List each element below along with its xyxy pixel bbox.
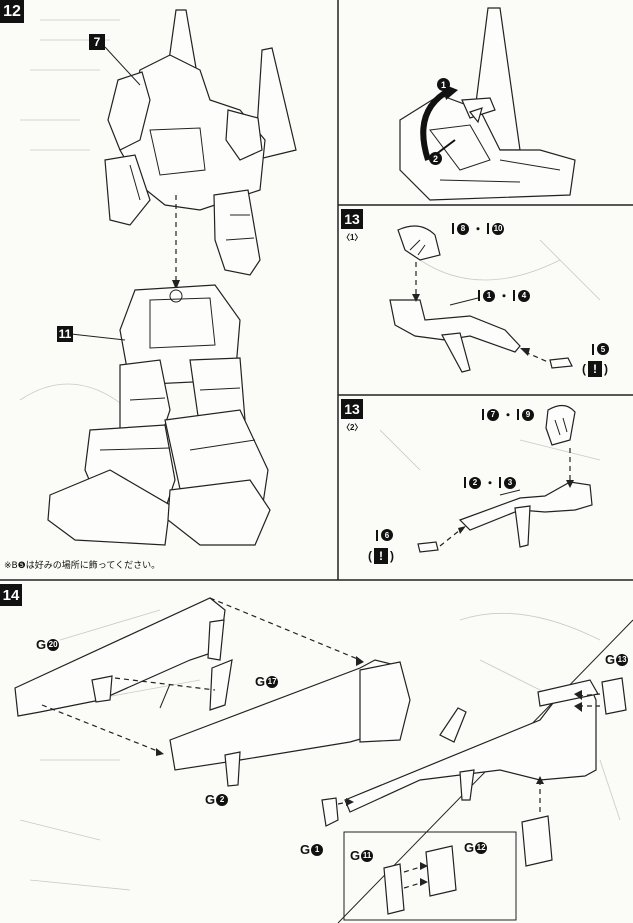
callout-small-part-6: 6: [376, 529, 393, 541]
step-13-1-badge: 13: [341, 209, 363, 229]
g20-guide-top: [209, 597, 361, 661]
step-13-2-badge: 13: [341, 399, 363, 419]
arrow-step-1-icon: 1: [437, 78, 450, 91]
caution-icon: !: [374, 548, 388, 564]
step-14-badge: 14: [0, 584, 22, 606]
callout-gun-parts-1: 1 ・ 4: [478, 287, 531, 304]
background-faint-lines: [19, 19, 621, 891]
backpack-detail-drawing: [399, 7, 576, 201]
callout-grip-parts-2: 7 ・ 9: [482, 406, 535, 423]
rifle1-barrel-guide: [524, 351, 549, 363]
g17-guide: [114, 677, 216, 691]
caution-marker-1: (!): [582, 361, 608, 377]
rifle2-barrel-guide: [439, 529, 461, 547]
caution-icon: !: [588, 361, 602, 377]
rifle-1-drawing: [389, 225, 573, 373]
rifle-2-drawing: [417, 404, 593, 553]
step-12-note: ※B❺は好みの場所に飾ってください。: [4, 561, 161, 571]
arrow-step-2-icon: 2: [429, 152, 442, 165]
leader-rifle2: [499, 489, 521, 496]
step-13-2-sublabel: 〈2〉: [342, 423, 363, 432]
part-label-7: 7: [89, 34, 105, 50]
upper-body-drawing: [104, 9, 297, 276]
leader-rifle1: [449, 297, 479, 306]
long-rifle-drawing: [14, 597, 411, 787]
leader-7: [104, 46, 141, 86]
callout-grip-parts-1: 8 ・ 10: [452, 220, 505, 237]
step-13-1-sublabel: 〈1〉: [342, 233, 363, 242]
assembled-rifle-drawing: [321, 677, 627, 867]
lower-body-drawing: [47, 284, 271, 546]
subassembly-box: [343, 831, 517, 921]
part-label-11: 11: [57, 326, 73, 342]
step-12-badge: 12: [0, 0, 24, 23]
callout-gun-parts-2: 2 ・ 3: [464, 474, 517, 491]
g20-guide-bottom: [41, 704, 161, 753]
callout-small-part-5: 5: [592, 343, 609, 355]
caution-marker-2: (!): [368, 548, 394, 564]
